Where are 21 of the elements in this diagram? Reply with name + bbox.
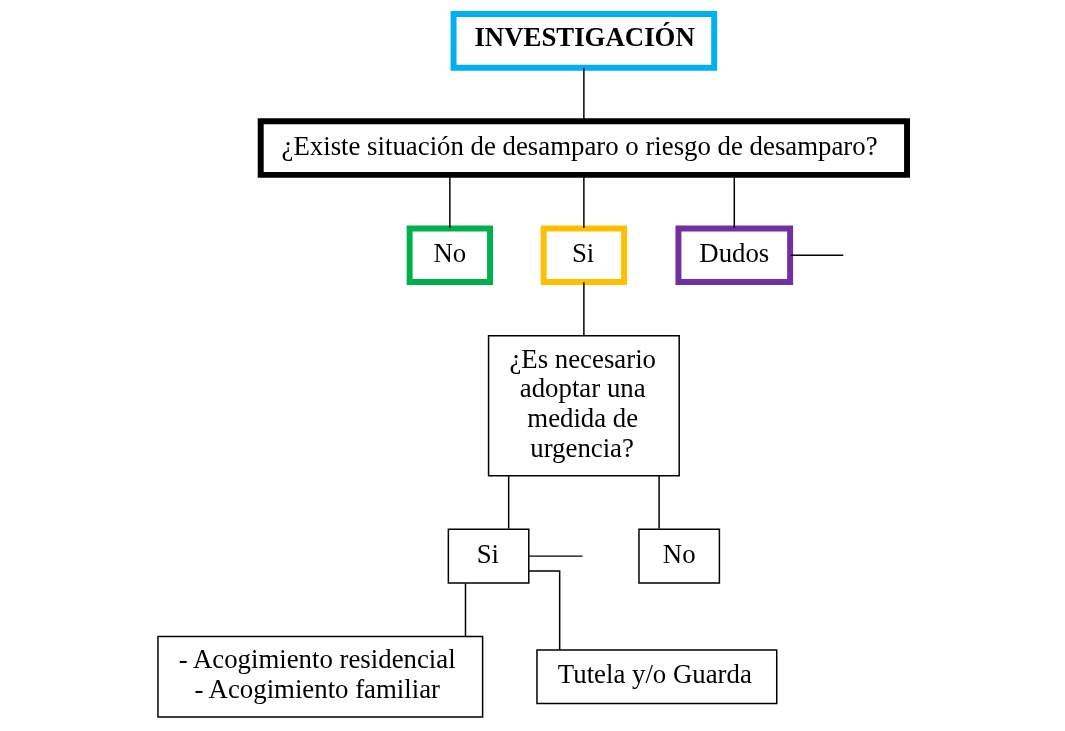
connector: [583, 67, 585, 122]
node-box: - Acogimiento residencial - Acogimiento familiar: [157, 635, 484, 718]
connector: [507, 475, 510, 530]
connector: [528, 555, 584, 557]
connector: [733, 174, 736, 229]
node-box: ¿Es necesario adoptar una medida de urgencia?: [487, 334, 680, 477]
connector: [528, 570, 561, 651]
connector: [464, 582, 467, 637]
node-box: Tutela y/o Guarda: [536, 649, 778, 705]
node-box: ¿Existe situación de desamparo o riesgo de desamparo?: [257, 118, 910, 178]
node-box: Si: [540, 225, 628, 286]
connector: [583, 174, 585, 229]
node-box: No: [638, 528, 721, 584]
node-box: INVESTIGACIÓN: [450, 11, 718, 71]
connector: [449, 174, 451, 229]
node-box: Dudos: [675, 225, 794, 286]
connector: [658, 475, 660, 530]
connector: [583, 281, 585, 336]
node-box: No: [406, 225, 494, 286]
node-box: Si: [447, 528, 530, 584]
connector: [789, 254, 845, 257]
